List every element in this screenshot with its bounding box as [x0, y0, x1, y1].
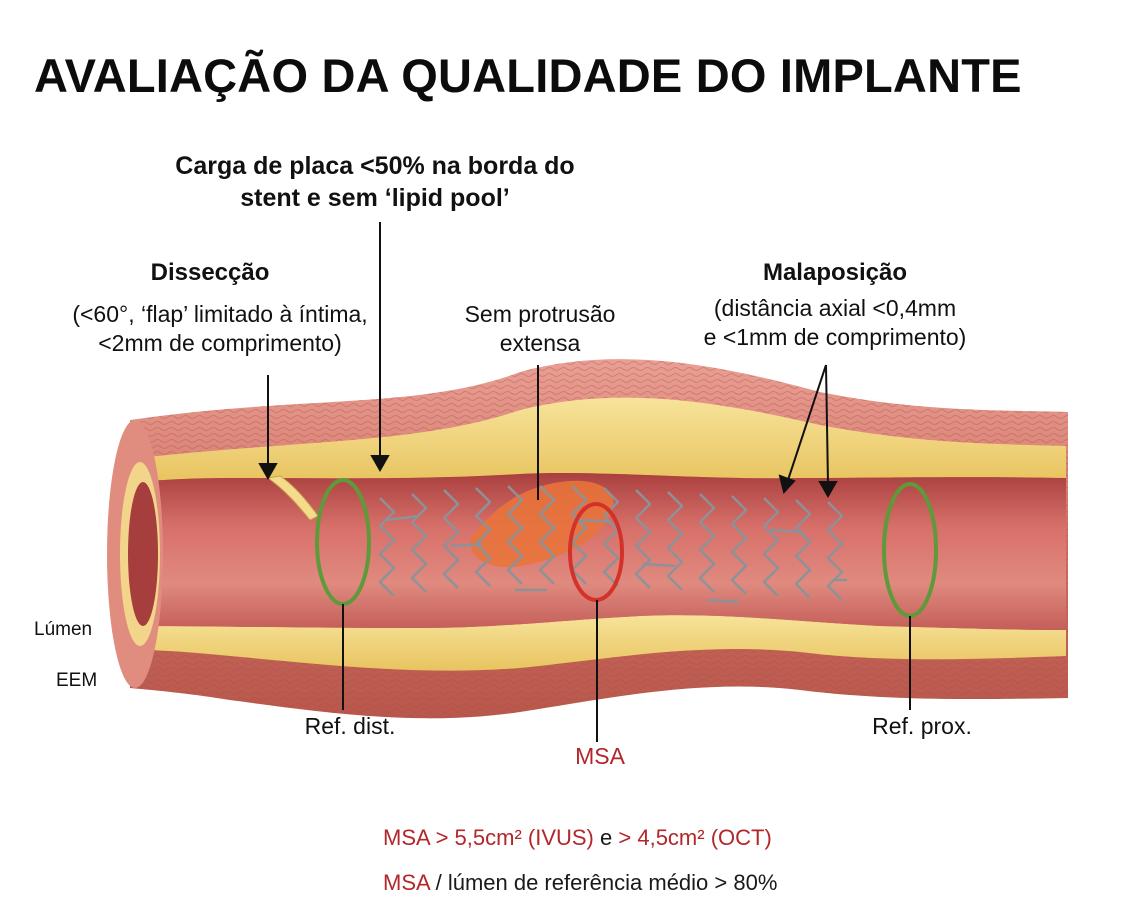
criteria-ratio: / lúmen de referência médio > 80% — [436, 870, 778, 895]
distal-reference-label: Ref. dist. — [290, 712, 410, 741]
plaque-callout-line2: stent e sem ‘lipid pool’ — [150, 182, 600, 214]
dissection-line1: (<60°, ‘flap’ limitado à íntima, — [50, 300, 390, 329]
criteria-line1: MSA > 5,5cm² (IVUS) e > 4,5cm² (OCT) — [383, 825, 772, 851]
eem-label: EEM — [56, 669, 97, 693]
criteria-msa-ivus: MSA > 5,5cm² (IVUS) — [383, 825, 594, 850]
criteria-and: e — [600, 825, 612, 850]
dissection-line2: <2mm de comprimento) — [50, 329, 390, 358]
protrusion-callout: Sem protrusão extensa — [440, 300, 640, 359]
criteria-line2: MSA / lúmen de referência médio > 80% — [383, 870, 777, 896]
proximal-reference-label: Ref. prox. — [857, 712, 987, 741]
lumen-label: Lúmen — [34, 618, 92, 642]
protrusion-line2: extensa — [440, 329, 640, 358]
plaque-callout-line1: Carga de placa <50% na borda do — [150, 150, 600, 182]
malapposition-line1: (distância axial <0,4mm — [660, 294, 1010, 323]
criteria-msa: MSA — [383, 870, 429, 895]
dissection-description: (<60°, ‘flap’ limitado à íntima, <2mm de… — [50, 300, 390, 359]
malapposition-line2: e <1mm de comprimento) — [660, 323, 1010, 352]
malapposition-title: Malaposição — [700, 258, 970, 289]
criteria-oct: > 4,5cm² (OCT) — [618, 825, 771, 850]
malapposition-description: (distância axial <0,4mm e <1mm de compri… — [660, 294, 1010, 353]
protrusion-line1: Sem protrusão — [440, 300, 640, 329]
msa-label: MSA — [560, 742, 640, 771]
dissection-title: Dissecção — [60, 258, 360, 289]
plaque-burden-callout: Carga de placa <50% na borda do stent e … — [150, 150, 600, 214]
